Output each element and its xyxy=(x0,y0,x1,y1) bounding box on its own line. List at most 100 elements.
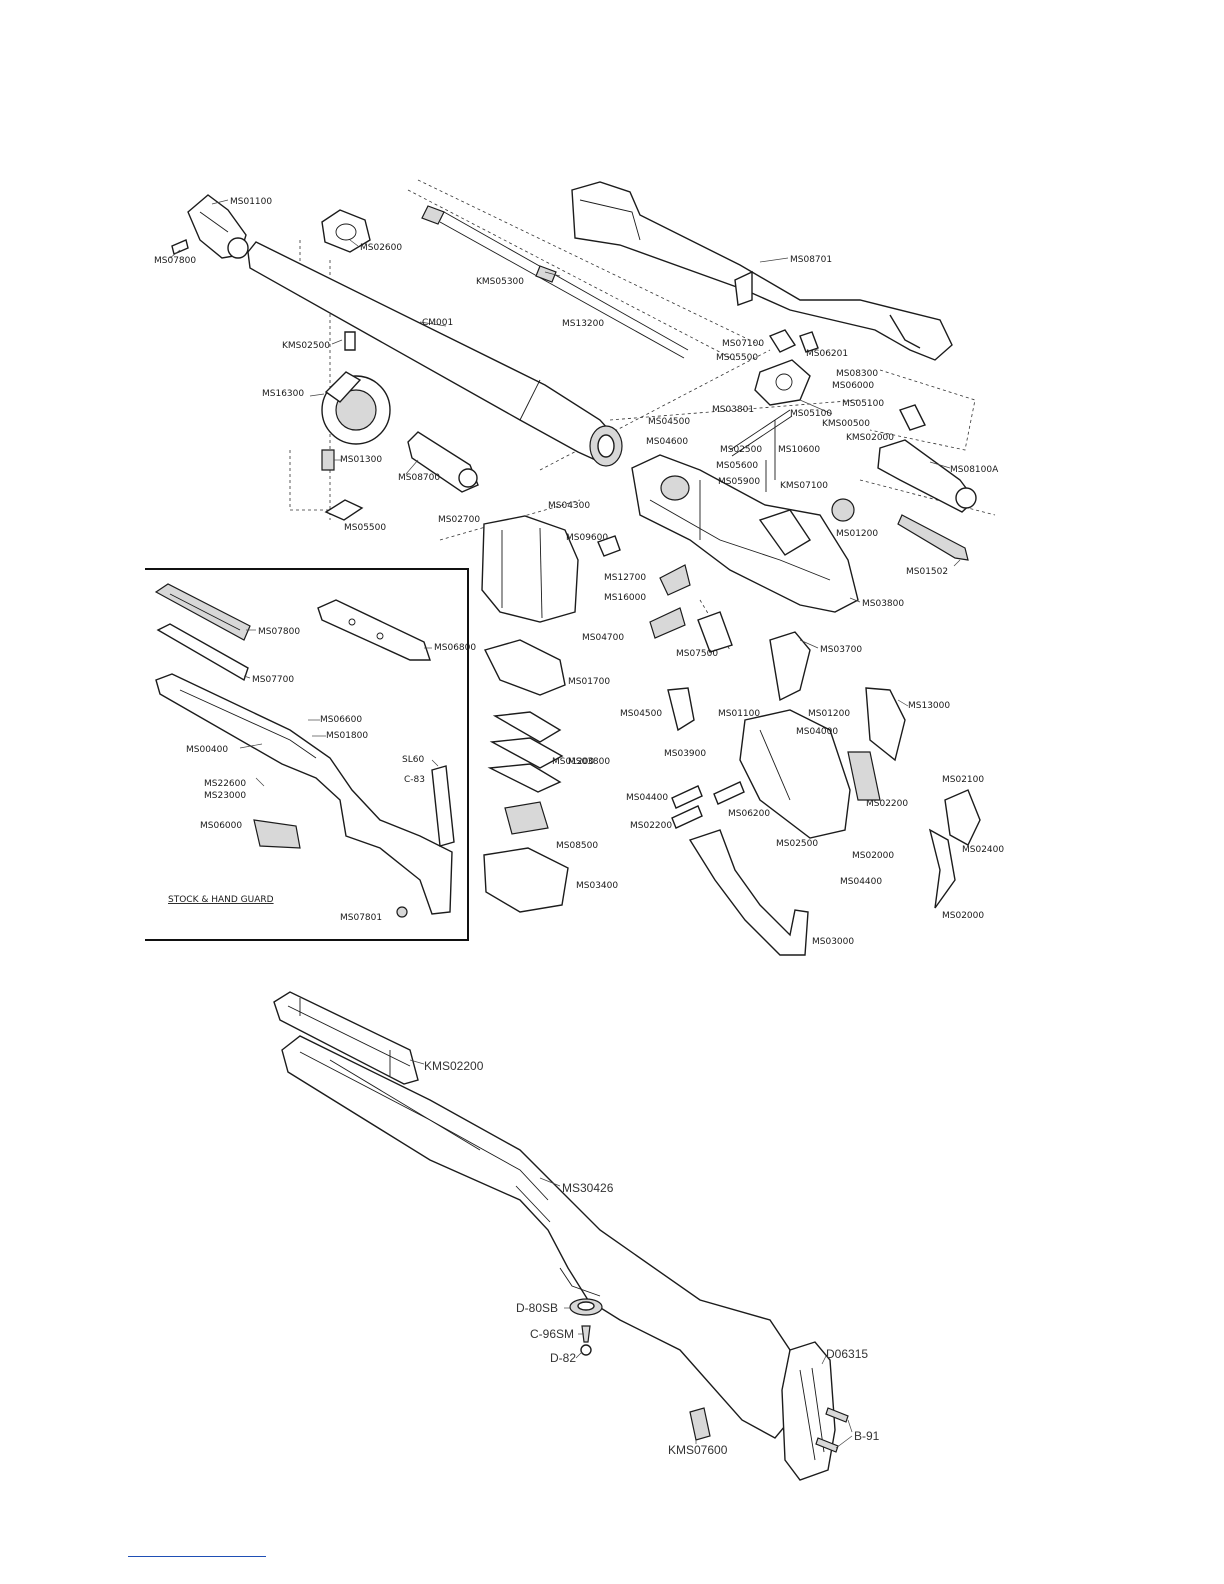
lower-handguard xyxy=(156,623,249,682)
label-buttplate-screws: B-91 xyxy=(854,1429,880,1443)
label-extractor-spring: MS06201 xyxy=(806,349,848,359)
magazine-spring xyxy=(504,801,549,835)
label-bolt-a: MS05500 xyxy=(716,353,758,363)
label-roller-pin: KMS00500 xyxy=(822,419,870,429)
label-bolt-roller: MS08300 xyxy=(836,369,878,379)
label-bolt-carrier: MS08100A xyxy=(950,465,999,475)
label-bolt-stop: MS01200 xyxy=(836,529,878,539)
footnote-rule xyxy=(128,1556,266,1557)
operating-rod xyxy=(571,181,953,361)
buttplate-screws xyxy=(815,1407,849,1453)
label-bolt-lock-spring: KMS02000 xyxy=(846,433,894,443)
label-trigger-top: MS02100 xyxy=(942,775,984,785)
inset-swivel xyxy=(253,819,301,849)
label-carrier-spring: MS05100 xyxy=(842,399,884,409)
inset-label-sling-swivel: SL60 xyxy=(402,755,424,765)
operating-rod-spring xyxy=(421,205,689,359)
magazine xyxy=(481,515,579,623)
label-ejector: MS03801 xyxy=(712,405,754,415)
label-follower-spring: MS01200 xyxy=(552,757,594,767)
cartridge-guide xyxy=(897,514,969,561)
label-handguard-clip: MS02700 xyxy=(438,515,480,525)
label-catch-pin: MS16000 xyxy=(604,593,646,603)
label-hammer-spring: MS02200 xyxy=(866,799,908,809)
label-firing-pin: MS04500 xyxy=(648,417,690,427)
upper-diagram: MS01100 MS07800 MS02600 KMS05300 MS08701… xyxy=(154,179,1004,956)
bolt xyxy=(754,359,811,406)
lower-leader-lines xyxy=(409,1059,853,1449)
firing-pin xyxy=(729,409,793,457)
bolt-carrier xyxy=(877,439,977,513)
label-stock: MS30426 xyxy=(562,1181,614,1195)
label-extractor: MS07100 xyxy=(722,339,764,349)
label-pin-a: MS04400 xyxy=(626,793,668,803)
label-receiver: MS03800 xyxy=(862,599,904,609)
swivel-nut xyxy=(580,1344,592,1356)
label-op-rod-spring: MS13200 xyxy=(562,319,604,329)
hammer xyxy=(769,631,811,702)
inset-title: STOCK & HAND GUARD xyxy=(168,895,274,905)
upper-labels: MS01100 MS07800 MS02600 KMS05300 MS08701… xyxy=(154,197,1004,861)
trigger xyxy=(928,789,981,909)
inset-swivel-screw xyxy=(396,906,408,918)
inset-leader-lines xyxy=(239,629,439,787)
swivel-screw xyxy=(581,1325,591,1343)
label-hammer-plunger: MS01200 xyxy=(808,709,850,719)
handguard xyxy=(273,991,419,1085)
label-cartridge-guide: MS01502 xyxy=(906,567,948,577)
label-follower: MS01700 xyxy=(568,677,610,687)
safety xyxy=(667,687,695,732)
inset-label-lower-handguard: MS07700 xyxy=(252,675,294,685)
inset-stock xyxy=(155,673,453,915)
label-swivel-nut: D-82 xyxy=(550,1351,576,1365)
upper-labels-b: MS08500 MS03400 MS04400 MS02000 MS03000 xyxy=(556,841,984,947)
label-guard-plate: MS07500 xyxy=(676,649,718,659)
label-trigger-pin: MS06200 xyxy=(728,809,770,819)
rear-handguard xyxy=(317,599,431,661)
label-buttplate: D06315 xyxy=(826,1347,868,1361)
lower-stock-diagram: KMS02200 MS30426 D-80SB C-96SM D-82 D063… xyxy=(273,991,880,1481)
label-gas-screw: MS01300 xyxy=(340,455,382,465)
label-gas-clip: MS05500 xyxy=(344,523,386,533)
inset-label-ferrule: MS06600 xyxy=(320,715,362,725)
label-trigger-housing: MS02500 xyxy=(776,839,818,849)
gas-cylinder-clip xyxy=(324,499,364,521)
label-pin-b: MS02200 xyxy=(630,821,672,831)
label-trigger-spring: MS02400 xyxy=(962,845,1004,855)
label-safety: MS04500 xyxy=(620,709,662,719)
label-receiver-pin: MS04300 xyxy=(548,501,590,511)
front-handguard xyxy=(154,583,251,641)
stock-handguard-inset: MS07800 MS06800 MS07700 MS06600 MS01800 … xyxy=(145,568,476,941)
label-operating-rod: MS08701 xyxy=(790,255,832,265)
label-swivel: D-80SB xyxy=(516,1301,558,1315)
magazine-catch xyxy=(597,535,621,557)
barrel xyxy=(247,241,623,467)
stock xyxy=(281,1035,791,1439)
label-firing-pin-b: MS04600 xyxy=(646,437,688,447)
gas-cylinder-lock xyxy=(321,209,371,253)
inset-label-stock-liner: MS22600 xyxy=(204,779,246,789)
label-carrier-part: MS06000 xyxy=(832,381,874,391)
label-sear-spring: MS02000 xyxy=(852,851,894,861)
inset-label-swivel-plate: MS06000 xyxy=(200,821,242,831)
label-magazine-spring-pin: MS04700 xyxy=(582,633,624,643)
follower-spring-set xyxy=(487,711,564,793)
inset-butt-plate xyxy=(431,765,455,847)
sling-swivel xyxy=(569,1298,603,1316)
front-sight xyxy=(187,194,249,259)
label-gas-cylinder-lock: MS02600 xyxy=(360,243,402,253)
label-sear: MS13000 xyxy=(908,701,950,711)
trigger-guard-plate xyxy=(697,611,733,653)
label-stock-plate: KMS07600 xyxy=(668,1443,728,1457)
label-trigger-guard: MS03000 xyxy=(812,937,854,947)
label-bolt: MS05100 xyxy=(790,409,832,419)
label-magazine-spring: MS08500 xyxy=(556,841,598,851)
label-housing-pin: MS04000 xyxy=(796,727,838,737)
trigger-guard xyxy=(688,829,809,956)
lower-labels: KMS02200 MS30426 D-80SB C-96SM D-82 D063… xyxy=(424,1059,880,1457)
label-gas-cylinder: MS16300 xyxy=(262,389,304,399)
label-bolt-stop-part: KMS07100 xyxy=(780,481,828,491)
label-swivel-screw: C-96SM xyxy=(530,1327,574,1341)
label-hammer-pin: MS01100 xyxy=(718,709,760,719)
extractor xyxy=(768,329,819,353)
